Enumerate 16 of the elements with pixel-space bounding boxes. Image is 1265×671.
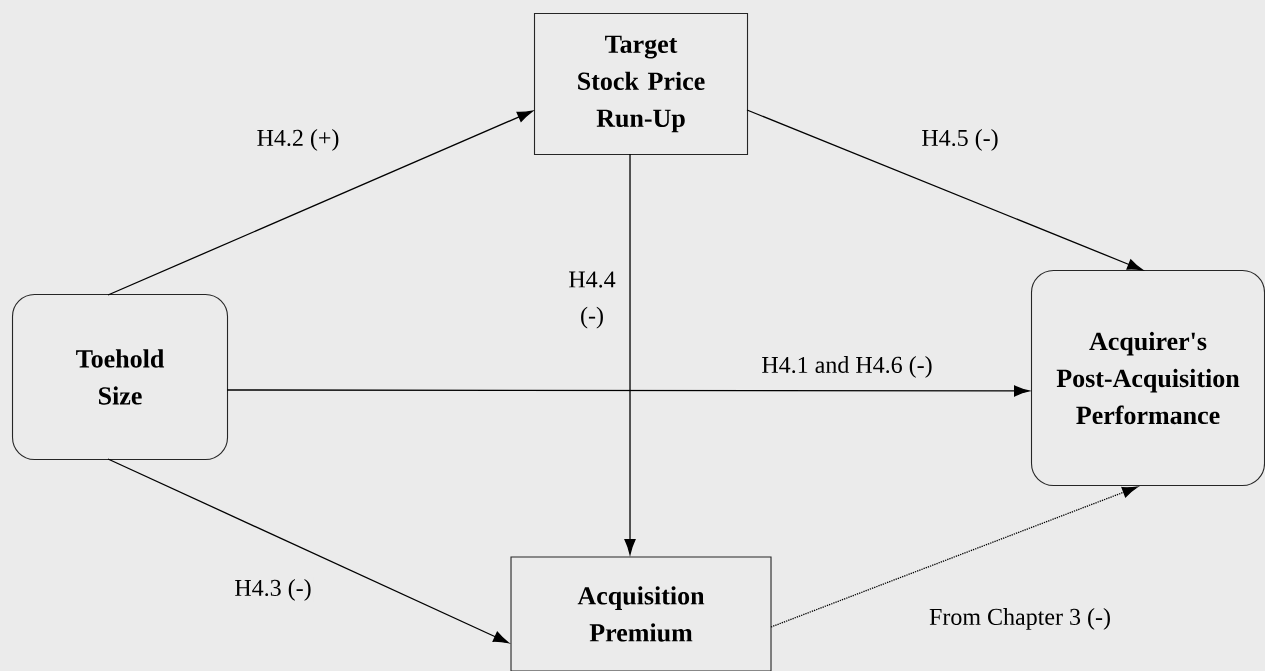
rounded-box: Acquirer's Post-Acquisition Performance: [1030, 269, 1265, 487]
arrow: [226, 385, 1030, 397]
edge-label: H4.2 (+): [254, 127, 342, 153]
edge-label: H4.5 (-): [919, 127, 1001, 153]
arrow: [746, 109, 1143, 271]
edge-label: From Chapter 3 (-): [927, 606, 1113, 632]
rounded-box: Toehold Size: [11, 293, 229, 461]
arrow: [107, 458, 509, 644]
arrow: [624, 153, 636, 555]
edge-label: H4.1 and H4.6 (-): [759, 354, 935, 380]
box: Acquisition Premium: [510, 556, 772, 671]
edge-label: H4.3 (-): [232, 577, 314, 603]
arrow: [107, 110, 533, 296]
box: Target Stock Price Run-Up: [533, 12, 749, 156]
edge-label: H4.4 (-): [555, 269, 629, 331]
arrow: [770, 486, 1138, 628]
